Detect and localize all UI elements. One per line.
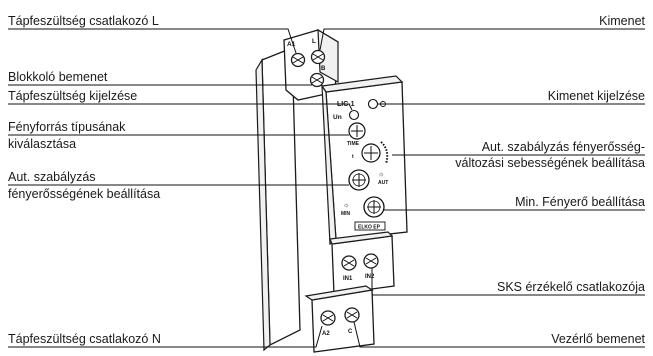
label-light-source-line2: kiválasztása [8,137,76,151]
terminal-l-label: L [312,38,316,45]
t-label: t [352,154,354,160]
terminal-in1-label: IN1 [343,276,353,282]
label-aut-rate-line2: változási sebességének beállítása [455,156,645,170]
brand-plate [354,221,386,231]
min-label: MIN [341,211,351,217]
output-led-icon [367,98,379,110]
label-supply-n: Tápfeszültség csatlakozó N [8,332,161,346]
label-min-brightness: Min. Fényerő beállítása [515,195,645,209]
label-light-source-line1: Fényforrás típusának [8,120,126,134]
label-block-input: Blokkoló bemenet [8,70,108,84]
aut-sun-icon: ☼ [378,171,384,178]
label-control-input: Vezérlő bemenet [551,332,645,346]
terminal-a2-label: A2 [322,331,330,337]
un-label: Un [333,114,342,121]
supply-led-icon [348,109,360,121]
callout-lines [8,28,645,348]
terminal-cin-label: C [348,329,353,335]
callout-labels: Tápfeszültség csatlakozó L Kimenet Blokk… [8,14,646,346]
min-sun-icon: ☼ [343,202,349,209]
label-aut-level-line1: Aut. szabályzás [8,170,96,184]
label-aut-rate-line1: Aut. szabályzás fényerősség- [482,140,645,154]
aut-knob[interactable] [348,169,370,191]
din-rail-clip [255,57,271,352]
rate-knob[interactable] [361,141,389,165]
brand-label: ELKO EP [358,225,381,231]
relay-device: A1 L B 1 LIC-1 Un TIME t [255,28,408,353]
label-output-indicator: Kimenet kijelzése [548,89,645,103]
label-aut-level-line2: fényerősségének beállítása [8,187,160,201]
terminal-b-label: B [321,66,326,72]
aut-label: AUT [378,180,388,186]
sks-terminal-block [331,235,395,295]
terminal-in2-label: IN2 [365,274,375,280]
label-output: Kimenet [599,14,645,28]
light-source-selector-knob[interactable] [348,122,366,140]
label-sks-connector: SKS érzékelő csatlakozója [497,280,645,294]
time-label: TIME [347,141,360,147]
label-supply-l: Tápfeszültség csatlakozó L [8,14,159,28]
terminal-a1-label: A1 [287,41,296,48]
label-supply-indicator: Tápfeszültség kijelzése [8,89,137,103]
min-knob[interactable] [363,196,385,218]
